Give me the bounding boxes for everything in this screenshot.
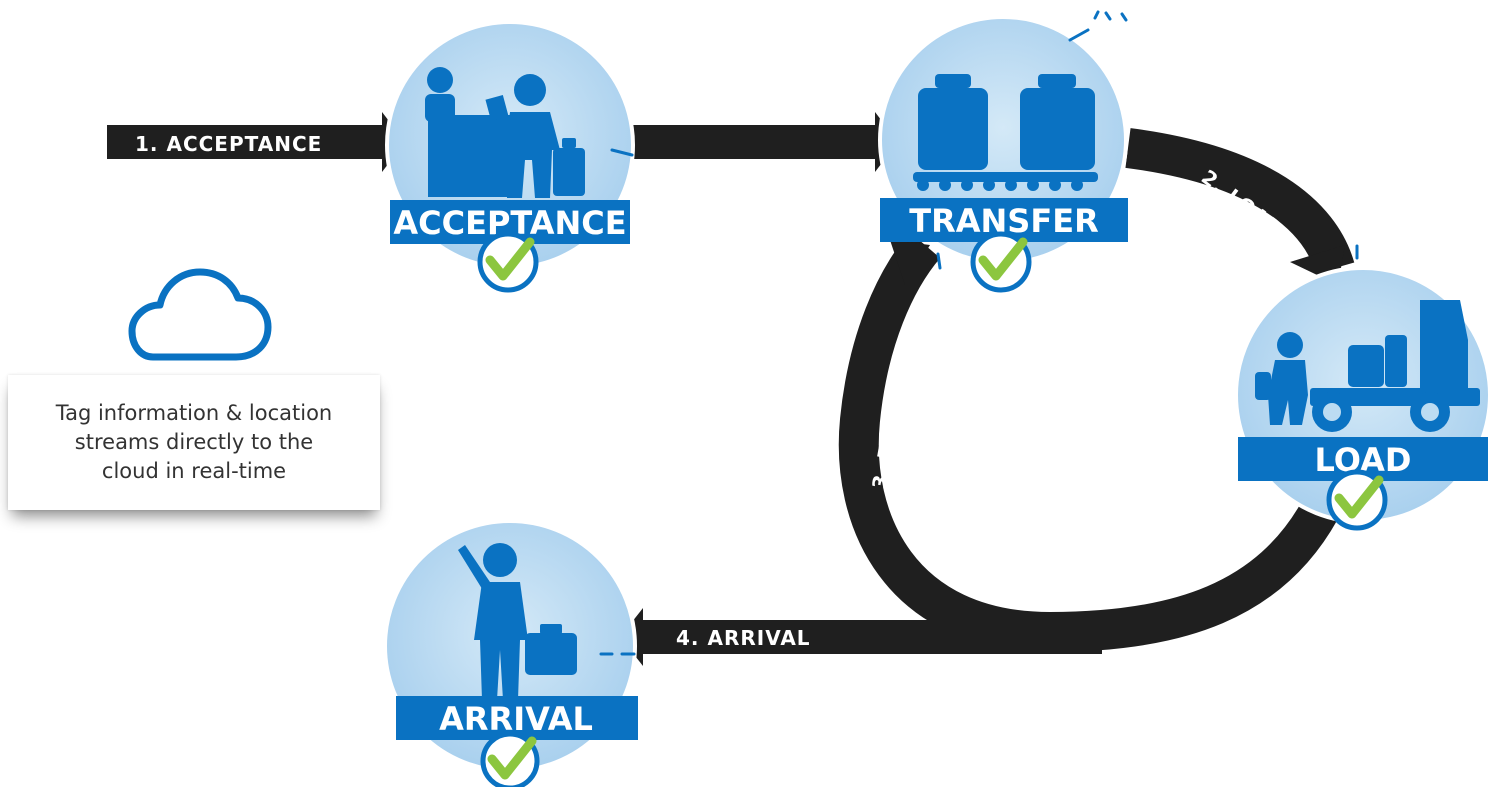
transfer-check-icon (978, 237, 1028, 281)
acceptance-check-icon (485, 237, 535, 281)
cloud-icon (128, 268, 272, 361)
arrival-arrow-bar (640, 620, 1102, 654)
load-check-icon (1334, 475, 1384, 519)
stage-arrival: ARRIVAL (383, 519, 638, 787)
acceptance-arrow-bar (107, 125, 390, 159)
stage-load: LOAD (1234, 266, 1492, 531)
transfer-loop-arrow-head (890, 240, 930, 285)
transfer-arrow-bar (628, 125, 883, 159)
arrival-stage-label: ARRIVAL (439, 700, 593, 738)
step-label-arrival: 4. ARRIVAL (676, 626, 811, 650)
flow-arrows (107, 112, 1355, 666)
signal-dashes (599, 10, 1359, 656)
step-label-acceptance: 1. ACCEPTANCE (135, 132, 322, 156)
load-loop-upper (1125, 128, 1355, 275)
baggage-cart-icon (1255, 300, 1480, 432)
arrival-check-icon (487, 736, 537, 780)
stage-acceptance: ACCEPTANCE (385, 20, 635, 293)
check-in-agent-icon (425, 67, 585, 198)
cloud-info-text: Tag information & location streams direc… (55, 401, 333, 483)
traveler-waving-icon (458, 543, 577, 700)
stage-transfer: TRANSFER (878, 15, 1128, 293)
transfer-loop-lower (838, 231, 1338, 653)
baggage-conveyor-icon (913, 74, 1098, 191)
cloud-info-box: Tag information & location streams direc… (8, 375, 380, 510)
